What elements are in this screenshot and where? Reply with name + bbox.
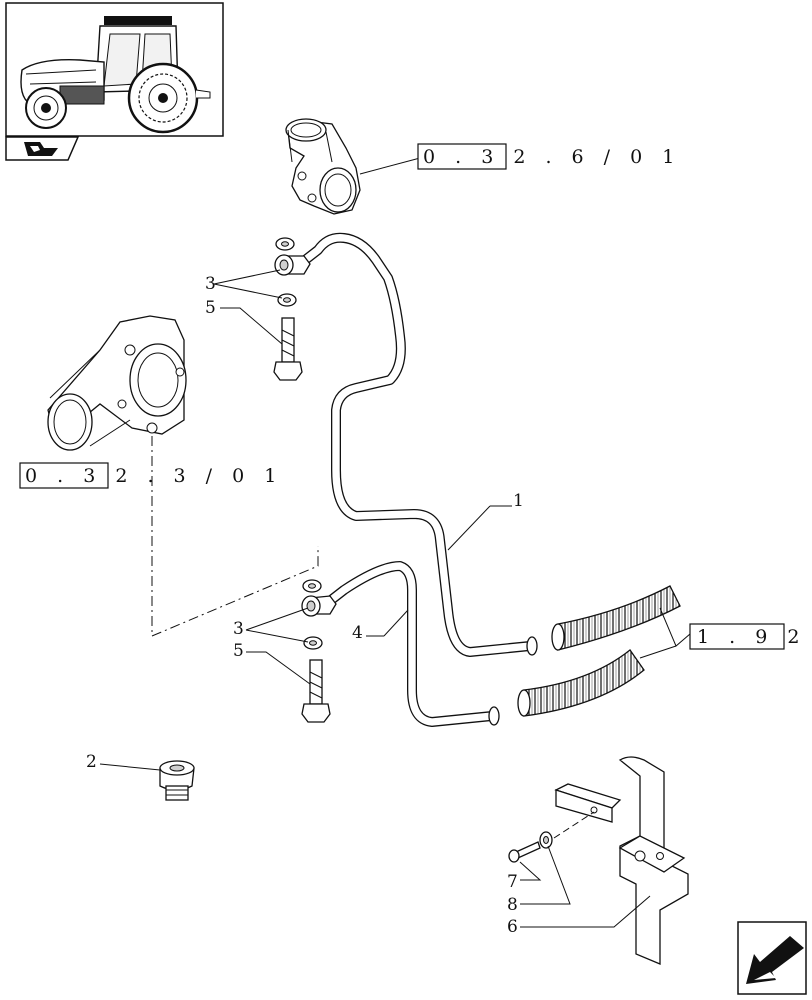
callout-4[interactable]: 4 <box>352 623 363 643</box>
callout-3-bottom[interactable]: 3 <box>233 619 244 639</box>
washer-bottom-upper[interactable] <box>302 579 322 593</box>
mounting-bracket[interactable] <box>554 756 689 965</box>
bracket-axis-line <box>553 811 595 839</box>
corrugated-hose-upper[interactable] <box>551 585 681 651</box>
bracket-bolt[interactable] <box>508 841 541 863</box>
ref-hoses[interactable]: 1 . 9 2 . 9 <box>639 607 812 659</box>
catalog-tab-icon <box>24 142 58 156</box>
next-page-button[interactable] <box>737 921 807 995</box>
svg-text:1 . 9 2 . 9: 1 . 9 2 . 9 <box>697 626 812 648</box>
next-page-arrow-icon <box>746 936 804 984</box>
callout-3-top[interactable]: 3 <box>205 274 216 294</box>
tractor-icon <box>20 16 211 134</box>
callout-7[interactable]: 7 <box>507 872 518 892</box>
drain-plug[interactable] <box>159 760 195 801</box>
callout-5-bottom[interactable]: 5 <box>233 641 244 661</box>
bracket-washer[interactable] <box>539 831 553 849</box>
washer-bottom-lower[interactable] <box>303 636 323 650</box>
banjo-screw-bottom[interactable] <box>301 659 331 723</box>
washer-top-lower[interactable] <box>277 293 297 307</box>
svg-text:0 . 3 2 . 3 / 0 1: 0 . 3 2 . 3 / 0 1 <box>25 465 283 487</box>
callout-2[interactable]: 2 <box>86 752 97 772</box>
lower-thermostat-housing <box>47 315 187 451</box>
tractor-thumbnail[interactable] <box>5 2 224 137</box>
washer-top-upper[interactable] <box>275 237 295 251</box>
coolant-pipe-4[interactable] <box>301 561 500 727</box>
banjo-screw-top[interactable] <box>273 317 303 381</box>
connection-dashed-line <box>151 436 319 637</box>
ref-upper-housing[interactable]: 0 . 3 2 . 6 / 0 1 <box>359 143 681 175</box>
callout-6[interactable]: 6 <box>507 917 518 937</box>
callout-8[interactable]: 8 <box>507 895 518 915</box>
upper-thermostat-housing <box>285 118 361 215</box>
svg-text:0 . 3 2 . 6 / 0 1: 0 . 3 2 . 6 / 0 1 <box>423 146 681 168</box>
coolant-pipe-1[interactable] <box>274 232 538 657</box>
ref-lower-housing[interactable]: 0 . 3 2 . 3 / 0 1 <box>19 462 283 489</box>
callout-5-top[interactable]: 5 <box>205 298 216 318</box>
catalog-tab[interactable] <box>5 136 80 161</box>
corrugated-hose-lower[interactable] <box>517 649 645 717</box>
callout-1[interactable]: 1 <box>513 491 524 511</box>
